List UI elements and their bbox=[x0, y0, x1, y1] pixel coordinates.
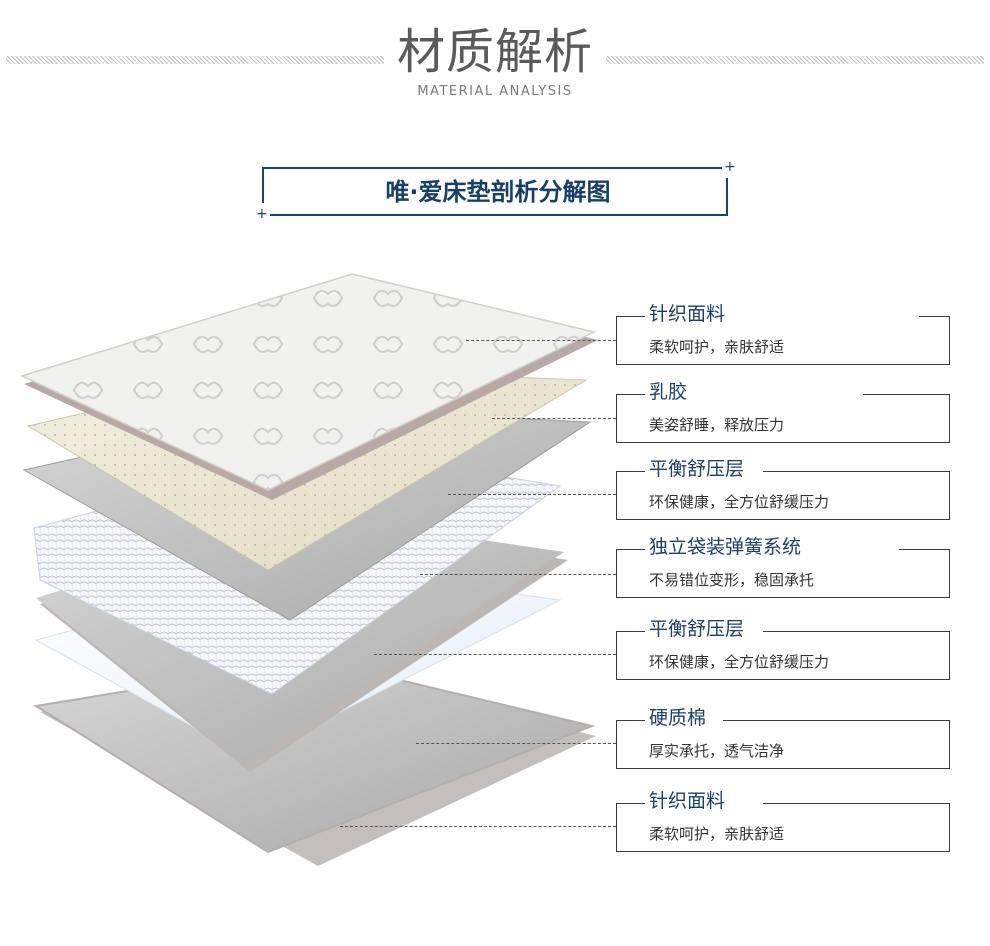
leader-line bbox=[466, 340, 616, 341]
layer-name: 针织面料 bbox=[645, 301, 730, 327]
frame-bottom-line bbox=[270, 214, 728, 216]
page-subtitle: MATERIAL ANALYSIS bbox=[417, 84, 573, 99]
leader-line bbox=[420, 574, 616, 575]
layer-name: 乳胶 bbox=[645, 379, 692, 405]
frame-left-line bbox=[262, 167, 264, 203]
layer-name: 平衡舒压层 bbox=[645, 616, 749, 642]
plus-icon: + bbox=[256, 206, 268, 222]
layer-description: 柔软呵护，亲肤舒适 bbox=[649, 338, 785, 356]
layer-description: 环保健康，全方位舒缓压力 bbox=[649, 653, 830, 671]
layer-name: 独立袋装弹簧系统 bbox=[645, 534, 806, 560]
layer-name: 硬质棉 bbox=[645, 705, 711, 731]
leader-line bbox=[340, 826, 616, 827]
frame-top-line bbox=[264, 167, 722, 169]
left-hatch-divider bbox=[6, 56, 384, 64]
page-title: 材质解析 bbox=[396, 24, 593, 80]
frame-right-line bbox=[726, 178, 728, 216]
layer-description: 不易错位变形，稳固承托 bbox=[649, 571, 815, 589]
layer-description: 厚实承托，透气洁净 bbox=[649, 742, 785, 760]
layer-label-box: 针织面料 柔软呵护，亲肤舒适 bbox=[616, 788, 950, 852]
layer-label-box: 乳胶 美姿舒睡，释放压力 bbox=[616, 379, 950, 443]
leader-line bbox=[416, 743, 616, 744]
leader-line bbox=[374, 654, 616, 655]
layer-description: 柔软呵护，亲肤舒适 bbox=[649, 825, 785, 843]
leader-line bbox=[492, 418, 616, 419]
leader-line bbox=[448, 494, 616, 495]
layer-name: 平衡舒压层 bbox=[645, 456, 749, 482]
top-knit-fabric-layer bbox=[19, 273, 597, 491]
layer-description: 美姿舒睡，释放压力 bbox=[649, 416, 785, 434]
layer-name: 针织面料 bbox=[645, 788, 730, 814]
layer-label-box: 硬质棉 厚实承托，透气洁净 bbox=[616, 705, 950, 769]
section-title: 唯·爱床垫剖析分解图 bbox=[385, 178, 611, 206]
layer-description: 环保健康，全方位舒缓压力 bbox=[649, 493, 830, 511]
layer-label-box: 独立袋装弹簧系统 不易错位变形，稳固承托 bbox=[616, 534, 950, 598]
layer-label-box: 针织面料 柔软呵护，亲肤舒适 bbox=[616, 301, 950, 365]
right-hatch-divider bbox=[606, 56, 984, 64]
layer-label-box: 平衡舒压层 环保健康，全方位舒缓压力 bbox=[616, 456, 950, 520]
plus-icon: + bbox=[724, 159, 736, 175]
layer-label-box: 平衡舒压层 环保健康，全方位舒缓压力 bbox=[616, 616, 950, 680]
